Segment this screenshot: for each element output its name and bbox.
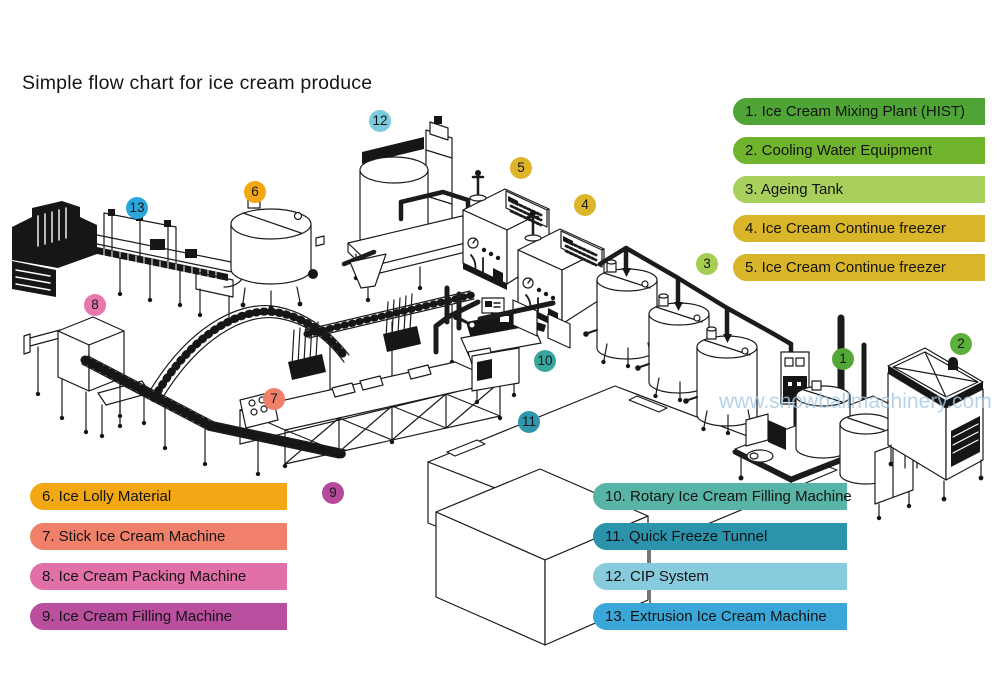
step-badge-7: 7 — [263, 388, 285, 410]
badge-number: 1 — [839, 351, 847, 367]
badge-number: 7 — [270, 391, 278, 407]
step-badge-11: 11 — [518, 411, 540, 433]
badge-number: 4 — [581, 197, 589, 213]
legend-middle-item-10: 10. Rotary Ice Cream Filling Machine — [593, 483, 852, 510]
page-title: Simple flow chart for ice cream produce — [22, 72, 373, 94]
badge-number: 13 — [129, 200, 145, 216]
legend-label: 11. Quick Freeze Tunnel — [605, 528, 768, 545]
legend-left-item-8: 8. Ice Cream Packing Machine — [30, 563, 287, 590]
badge-number: 11 — [521, 414, 536, 430]
step-badge-4: 4 — [574, 194, 596, 216]
legend-left-item-7: 7. Stick Ice Cream Machine — [30, 523, 287, 550]
legend-right-item-4: 4. Ice Cream Continue freezer — [733, 215, 985, 242]
extrusion-machine-art — [12, 201, 245, 323]
legend-right-item-3: 3. Ageing Tank — [733, 176, 985, 203]
step-badge-12: 12 — [369, 110, 391, 132]
legend-left-item-6: 6. Ice Lolly Material — [30, 483, 287, 510]
legend-label: 2. Cooling Water Equipment — [745, 142, 933, 159]
legend-right-item-2: 2. Cooling Water Equipment — [733, 137, 985, 164]
badge-number: 9 — [329, 485, 337, 501]
badge-number: 3 — [703, 256, 711, 272]
filling-machine-art — [239, 293, 503, 469]
legend-middle-item-12: 12. CIP System — [593, 563, 847, 590]
watermark-text: www.snowballmachinery.com — [718, 390, 992, 413]
legend-label: 10. Rotary Ice Cream Filling Machine — [605, 488, 852, 505]
badge-number: 6 — [251, 184, 259, 200]
step-badge-5: 5 — [510, 157, 532, 179]
step-badge-10: 10 — [534, 350, 556, 372]
badge-number: 12 — [372, 113, 388, 129]
legend-label: 8. Ice Cream Packing Machine — [42, 568, 247, 585]
legend-label: 1. Ice Cream Mixing Plant (HIST) — [745, 103, 966, 120]
legend-label: 9. Ice Cream Filling Machine — [42, 608, 233, 625]
step-badge-6: 6 — [244, 181, 266, 203]
legend-middle-item-13: 13. Extrusion Ice Cream Machine — [593, 603, 847, 630]
legend-label: 3. Ageing Tank — [745, 181, 844, 198]
step-badge-3: 3 — [696, 253, 718, 275]
legend-right-item-5: 5. Ice Cream Continue freezer — [733, 254, 985, 281]
legend-middle-item-11: 11. Quick Freeze Tunnel — [593, 523, 847, 550]
ageing-tanks-art — [582, 245, 794, 437]
material-tank-art — [230, 194, 325, 311]
cip-system-art — [341, 116, 487, 303]
cooling-tower-art — [887, 347, 984, 502]
pipe-cip-to-freezer — [398, 189, 471, 222]
badge-number: 10 — [537, 353, 553, 369]
freezer-pedestals-art — [444, 285, 571, 349]
step-badge-13: 13 — [126, 197, 148, 219]
legend-label: 13. Extrusion Ice Cream Machine — [605, 608, 827, 625]
legend-label: 12. CIP System — [605, 568, 709, 585]
step-badge-1: 1 — [832, 348, 854, 370]
legend-label: 4. Ice Cream Continue freezer — [745, 220, 946, 237]
badge-number: 2 — [957, 336, 965, 352]
packing-machine-art — [23, 316, 151, 439]
legend-right-item-1: 1. Ice Cream Mixing Plant (HIST) — [733, 98, 985, 125]
legend-left-item-9: 9. Ice Cream Filling Machine — [30, 603, 287, 630]
legend-label: 7. Stick Ice Cream Machine — [42, 528, 226, 545]
badge-number: 5 — [517, 160, 525, 176]
legend-label: 6. Ice Lolly Material — [42, 488, 172, 505]
step-badge-9: 9 — [322, 482, 344, 504]
step-badge-8: 8 — [84, 294, 106, 316]
badge-number: 8 — [91, 297, 99, 313]
step-badge-2: 2 — [950, 333, 972, 355]
legend-label: 5. Ice Cream Continue freezer — [745, 259, 946, 276]
